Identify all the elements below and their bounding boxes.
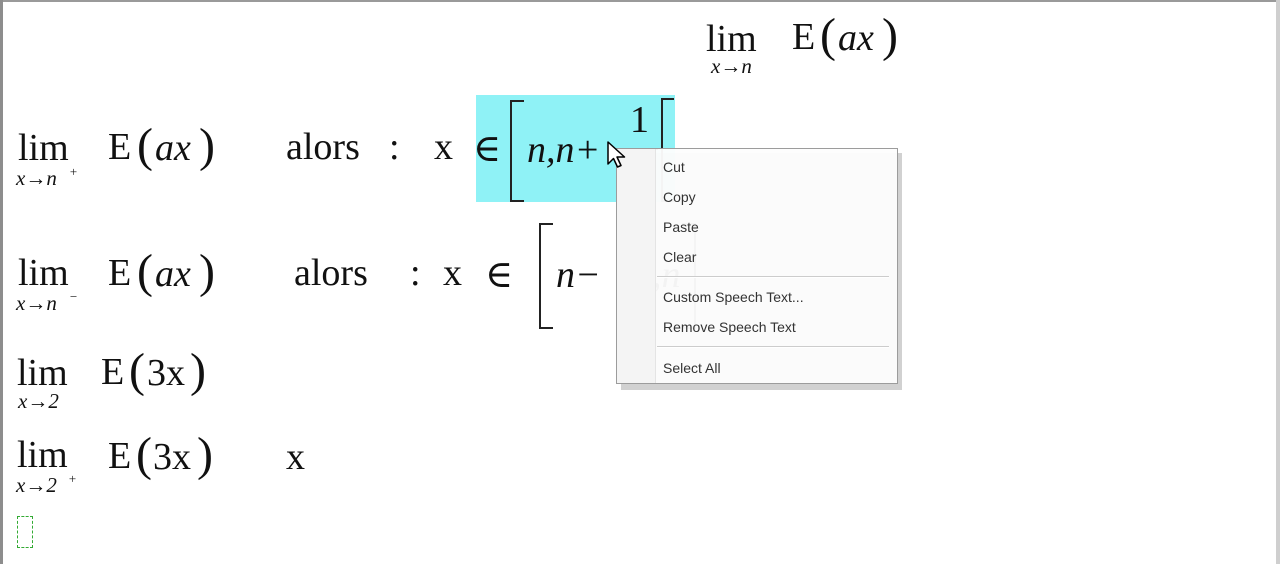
lim-operator: lim	[706, 18, 757, 60]
menu-item-remove-speech-text[interactable]: Remove Speech Text	[663, 319, 796, 335]
lim-subscript-sign: −	[69, 289, 78, 304]
lim-operator: lim	[17, 352, 68, 394]
menu-separator	[657, 276, 889, 278]
lim-subscript: x→n	[16, 166, 57, 190]
context-menu-gutter	[617, 149, 656, 383]
lim-subscript-sign: +	[68, 471, 77, 486]
menu-item-select-all[interactable]: Select All	[663, 360, 721, 376]
paren-close: )	[197, 428, 213, 481]
menu-item-cut[interactable]: Cut	[663, 159, 685, 175]
expression-row-2[interactable]: lim x→n − E ( ax ) alors : x ∈ n− 1 a ,n	[0, 220, 700, 330]
lim-subscript: x→2	[16, 473, 57, 497]
function-argument: ax	[838, 17, 874, 59]
fraction-numerator: 1	[630, 99, 649, 141]
paren-open: (	[820, 9, 836, 62]
expression-row-1[interactable]: lim x→n + E ( ax ) alors : x ∈ n,n+ 1 a	[0, 95, 700, 205]
paren-close: )	[190, 344, 206, 397]
function-argument: 3x	[147, 352, 185, 394]
menu-item-paste[interactable]: Paste	[663, 219, 699, 235]
paren-close: )	[199, 245, 215, 298]
alors-text: alors	[286, 126, 360, 168]
paren-open: (	[137, 245, 153, 298]
function-name: E	[108, 252, 132, 294]
menu-item-custom-speech-text[interactable]: Custom Speech Text...	[663, 289, 804, 305]
element-of-symbol: ∈	[485, 254, 514, 296]
element-of-symbol: ∈	[473, 128, 502, 170]
alors-text: alors	[294, 252, 368, 294]
lim-subscript: x→n	[16, 291, 57, 315]
colon: :	[410, 252, 421, 294]
bracket-open	[539, 223, 553, 329]
expression-top[interactable]: lim x→n E ( ax )	[0, 0, 1280, 90]
function-name: E	[101, 351, 125, 393]
colon: :	[389, 126, 400, 168]
function-name: E	[792, 16, 816, 58]
lim-subscript: x→2	[18, 389, 59, 413]
variable-x: x	[443, 252, 462, 294]
bracket-open	[510, 100, 524, 202]
context-menu: Cut Copy Paste Clear Custom Speech Text.…	[616, 148, 898, 384]
paren-open: (	[129, 344, 145, 397]
mouse-pointer-icon	[607, 141, 626, 168]
lim-operator: lim	[17, 434, 68, 476]
lim-subscript-sign: +	[69, 164, 78, 179]
lim-operator: lim	[18, 127, 69, 169]
variable-x: x	[286, 436, 305, 478]
function-argument: 3x	[153, 436, 191, 478]
interval-left: n−	[556, 254, 601, 296]
function-name: E	[108, 435, 132, 477]
lim-subscript: x→n	[711, 54, 752, 78]
window-left-border	[0, 0, 3, 564]
lim-operator: lim	[18, 252, 69, 294]
function-name: E	[108, 126, 132, 168]
expression-row-3[interactable]: lim x→2 E ( 3x )	[0, 340, 300, 420]
paren-open: (	[136, 428, 152, 481]
expression-row-4[interactable]: lim x→2 + E ( 3x ) x	[0, 420, 340, 505]
menu-separator	[657, 346, 889, 348]
paren-close: )	[199, 119, 215, 172]
empty-input-placeholder[interactable]	[17, 516, 33, 548]
function-argument: ax	[155, 253, 191, 295]
function-argument: ax	[155, 127, 191, 169]
menu-item-clear[interactable]: Clear	[663, 249, 697, 265]
interval-left: n,n+	[527, 129, 601, 171]
menu-item-copy[interactable]: Copy	[663, 189, 696, 205]
variable-x: x	[434, 126, 453, 168]
paren-open: (	[137, 119, 153, 172]
paren-close: )	[882, 9, 898, 62]
window-right-border	[1276, 0, 1280, 564]
window-top-border	[0, 0, 1280, 2]
